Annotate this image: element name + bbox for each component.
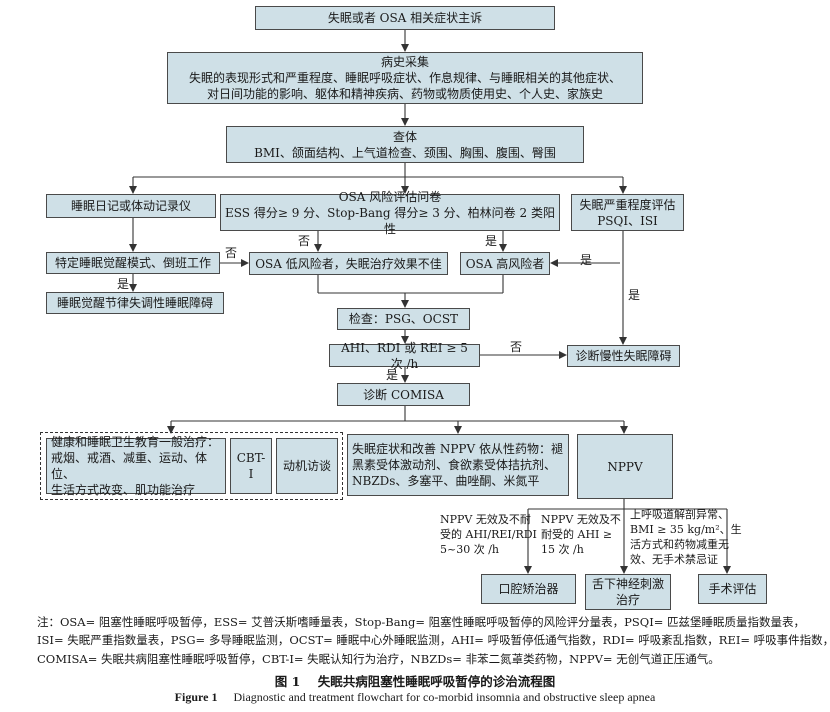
node-surgery-eval: 手术评估 xyxy=(698,574,767,604)
node-motivational-interview: 动机访谈 xyxy=(276,438,338,494)
node-history-line1: 失眠的表现形式和严重程度、睡眠呼吸症状、作息规律、与睡眠相关的其他症状、 xyxy=(188,71,621,85)
cond-oral-line1: NPPV 无效及不耐 xyxy=(440,513,531,526)
condition-hypoglossal: NPPV 无效及不 耐受的 AHI ≥ 15 次 /h xyxy=(541,512,621,557)
node-comisa-text: 诊断 COMISA xyxy=(363,387,444,402)
node-osa-low-text: OSA 低风险者，失眠治疗效果不佳 xyxy=(255,256,442,271)
node-osa-low-risk: OSA 低风险者，失眠治疗效果不佳 xyxy=(249,252,448,275)
footnote-line1: 注：OSA= 阻塞性睡眠呼吸暂停，ESS= 艾普沃斯嗜睡量表，Stop-Bang… xyxy=(37,615,806,629)
node-drugs-line3: NBZDs、多塞平、曲唑酮、米氮平 xyxy=(352,474,540,488)
cond-hgn-line3: 15 次 /h xyxy=(541,543,584,556)
footnote-line3: COMISA= 失眠共病阻塞性睡眠呼吸暂停，CBT-I= 失眠认知行为治疗，NB… xyxy=(37,652,720,666)
node-health-education: 健康和睡眠卫生教育一般治疗： 戒烟、戒酒、减重、运动、体位、 生活方式改变、肌功… xyxy=(46,435,226,497)
node-circadian-text: 睡眠觉醒节律失调性睡眠障碍 xyxy=(56,296,213,310)
node-psg-text: 检查：PSG、OCST xyxy=(348,312,459,326)
node-psg-ocst: 检查：PSG、OCST xyxy=(337,308,470,330)
node-health-edu-line3: 生活方式改变、肌功能治疗 xyxy=(51,483,196,497)
node-sleep-diary: 睡眠日记或体动记录仪 xyxy=(46,194,216,218)
node-history: 病史采集 失眠的表现形式和严重程度、睡眠呼吸症状、作息规律、与睡眠相关的其他症状… xyxy=(167,52,643,104)
edge-label-yes-comisa: 是 xyxy=(386,368,399,382)
node-comisa: 诊断 COMISA xyxy=(337,383,470,406)
node-specific-pattern-text: 特定睡眠觉醒模式、倒班工作 xyxy=(54,256,211,270)
node-health-edu-line2: 戒烟、戒酒、减重、运动、体位、 xyxy=(51,451,208,481)
node-chronic-insomnia: 诊断慢性失眠障碍 xyxy=(567,345,680,367)
cond-surg-line2: BMI ≥ 35 kg/m²、生 xyxy=(630,523,742,536)
node-ahi-text: AHI、RDI 或 REI ≥ 5 次 /h xyxy=(341,340,468,371)
node-osa-high-text: OSA 高风险者 xyxy=(465,256,545,271)
node-history-title: 病史采集 xyxy=(380,55,429,69)
node-exam-title: 查体 xyxy=(392,129,417,144)
footnote-line2: ISI= 失眠严重指数量表，PSG= 多导睡眠监测，OCST= 睡眠中心外睡眠监… xyxy=(37,633,830,647)
cond-surg-line4: 效、无手术禁忌证 xyxy=(630,553,718,566)
node-insomnia-eval-body: PSQI、ISI xyxy=(597,213,658,228)
node-cbti-text: CBT-I xyxy=(236,451,266,481)
node-osa-questionnaire: OSA 风险评估问卷 ESS 得分≥ 9 分、Stop-Bang 得分≥ 3 分… xyxy=(220,190,560,236)
node-hypoglossal-stimulation: 舌下神经刺激 治疗 xyxy=(585,574,671,610)
node-osa-q-title: OSA 风险评估问卷 xyxy=(338,189,442,204)
edge-label-yes-circadian: 是 xyxy=(117,277,130,291)
node-oral-appliance: 口腔矫治器 xyxy=(481,574,576,604)
node-history-line2: 对日间功能的影响、躯体和精神疾病、药物或物质使用史、个人史、家族史 xyxy=(206,87,603,101)
cond-surg-line1: 上呼吸道解剖异常、 xyxy=(630,508,729,521)
node-osa-high-risk: OSA 高风险者 xyxy=(460,252,550,275)
node-hypoglossal-line2: 治疗 xyxy=(615,593,640,607)
edge-label-yes-questionnaire: 是 xyxy=(485,234,498,248)
node-chronic-insomnia-text: 诊断慢性失眠障碍 xyxy=(575,349,672,363)
node-circadian-disorder: 睡眠觉醒节律失调性睡眠障碍 xyxy=(46,292,224,314)
node-drugs-line2: 黑素受体激动剂、食欲素受体拮抗剂、 xyxy=(352,458,557,472)
caption-chinese: 图 1 失眠共病阻塞性睡眠呼吸暂停的诊治流程图 xyxy=(274,674,556,689)
caption-english-text: Diagnostic and treatment flowchart for c… xyxy=(233,690,656,704)
node-exam-body: BMI、颌面结构、上气道检查、颈围、胸围、腹围、臀围 xyxy=(254,145,556,160)
node-physical-exam: 查体 BMI、颌面结构、上气道检查、颈围、胸围、腹围、臀围 xyxy=(226,126,584,163)
node-insomnia-eval-title: 失眠严重程度评估 xyxy=(579,197,676,212)
node-sleep-diary-text: 睡眠日记或体动记录仪 xyxy=(70,199,191,213)
node-specific-pattern: 特定睡眠觉醒模式、倒班工作 xyxy=(46,252,220,274)
caption-english: Figure 1 Diagnostic and treatment flowch… xyxy=(0,690,830,705)
node-oral-text: 口腔矫治器 xyxy=(498,582,559,596)
node-insomnia-severity: 失眠严重程度评估 PSQI、ISI xyxy=(571,194,684,231)
node-health-edu-line1: 健康和睡眠卫生教育一般治疗： xyxy=(51,435,220,449)
condition-surgery: 上呼吸道解剖异常、 BMI ≥ 35 kg/m²、生 活方式和药物减重无 效、无… xyxy=(630,507,742,567)
cond-oral-line3: 5~30 次 /h xyxy=(440,543,499,556)
cond-surg-line3: 活方式和药物减重无 xyxy=(630,538,729,551)
caption-english-label: Figure 1 xyxy=(174,690,218,704)
condition-oral-appliance: NPPV 无效及不耐 受的 AHI/REI/RDI 5~30 次 /h xyxy=(440,512,537,557)
edge-label-no-questionnaire: 否 xyxy=(298,234,311,248)
cond-hgn-line1: NPPV 无效及不 xyxy=(541,513,621,526)
edge-label-no-pattern: 否 xyxy=(225,246,238,260)
edge-label-yes-high-risk: 是 xyxy=(580,253,593,267)
node-nppv-text: NPPV xyxy=(607,459,643,474)
general-treatment-group xyxy=(40,432,343,500)
cond-oral-line2: 受的 AHI/REI/RDI xyxy=(440,528,537,541)
node-osa-q-body: ESS 得分≥ 9 分、Stop-Bang 得分≥ 3 分、柏林问卷 2 类阳性 xyxy=(225,205,555,236)
node-chief-complaint: 失眠或者 OSA 相关症状主诉 xyxy=(255,6,555,30)
node-drugs-line1: 失眠症状和改善 NPPV 依从性药物：褪 xyxy=(352,442,563,456)
node-ahi-threshold: AHI、RDI 或 REI ≥ 5 次 /h xyxy=(329,341,480,371)
node-hypoglossal-line1: 舌下神经刺激 xyxy=(591,577,664,591)
node-chief-complaint-text: 失眠或者 OSA 相关症状主诉 xyxy=(327,11,483,25)
node-surgery-text: 手术评估 xyxy=(708,582,757,596)
node-cbti: CBT-I xyxy=(230,438,272,494)
edge-label-no-ahi: 否 xyxy=(510,340,523,354)
node-nppv: NPPV xyxy=(577,434,673,499)
cond-hgn-line2: 耐受的 AHI ≥ xyxy=(541,528,613,541)
node-motivation-text: 动机访谈 xyxy=(282,459,331,473)
edge-label-yes-insomnia: 是 xyxy=(628,288,641,302)
node-drug-therapy: 失眠症状和改善 NPPV 依从性药物：褪 黑素受体激动剂、食欲素受体拮抗剂、 N… xyxy=(347,434,569,496)
